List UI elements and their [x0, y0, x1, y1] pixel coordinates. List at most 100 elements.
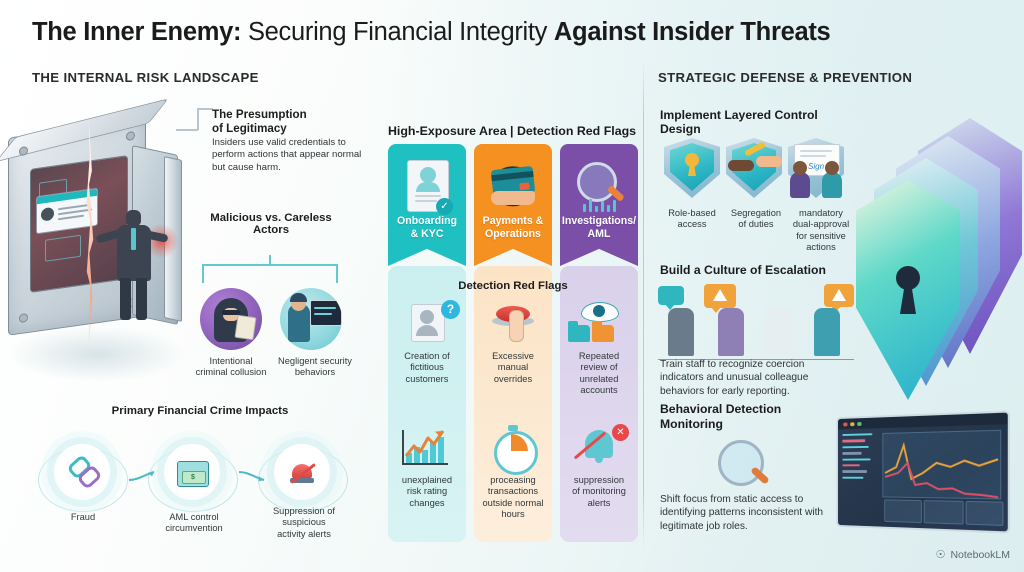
avatar-shoulders — [416, 182, 440, 192]
user-question-icon: ? — [388, 300, 466, 348]
insider-figure — [95, 210, 169, 322]
credit-card-hand-icon — [474, 158, 552, 214]
red-flag-label: proceasing transactions outside normal h… — [474, 475, 552, 520]
behavioral-heading-line2: Monitoring — [660, 416, 723, 431]
red-flag-off-hours-transactions: proceasing transactions outside normal h… — [474, 424, 552, 520]
chart-bar — [607, 205, 610, 212]
staff-figure — [668, 308, 694, 356]
vault-bolt — [19, 145, 28, 157]
pointing-finger — [509, 310, 524, 342]
red-flag-label: Repeated review of unrelated accounts — [560, 351, 638, 396]
sidebar-line — [842, 470, 867, 473]
brace-stem — [269, 255, 271, 265]
password-dots — [314, 307, 336, 309]
control-label-dual-approval: mandatory dual-approval for sensitive ac… — [782, 208, 860, 253]
chart-bar — [601, 201, 604, 212]
callout-connector — [197, 108, 213, 110]
hooded-figure-icon — [200, 288, 262, 350]
behavioral-heading: Behavioral Detection Monitoring — [660, 402, 850, 431]
red-flag-unrelated-accounts: Repeated review of unrelated accounts — [560, 300, 638, 396]
banknote: $ — [182, 471, 206, 484]
label-line: unexplained — [401, 475, 453, 485]
card-photo — [41, 206, 54, 222]
disabled-siren-icon — [274, 444, 330, 500]
staff-figure — [766, 308, 792, 356]
red-flag-fictitious-customers: ? Creation of fictitious customers — [388, 300, 466, 385]
red-button-press-icon — [474, 300, 552, 348]
escalation-body: Train staff to recognize coercion indica… — [660, 359, 809, 397]
trend-chart-area — [882, 429, 1002, 501]
magnifier-icon — [718, 440, 764, 486]
actor-label-line: behaviors — [294, 367, 336, 378]
chart-bar — [430, 442, 436, 463]
check-badge-icon: ✓ — [436, 198, 453, 215]
label-line: mandatory — [799, 208, 843, 218]
window-maximize-dot — [857, 421, 862, 426]
label-line: Excessive — [492, 351, 534, 361]
tag-payments-operations[interactable]: Payments & Operations — [474, 144, 552, 266]
window-minimize-dot — [850, 421, 855, 427]
tag-label-investigations: Investigations/ AML — [560, 215, 638, 240]
red-flag-manual-overrides: Excessive manual overrides — [474, 300, 552, 385]
trend-lines — [883, 431, 1002, 501]
rising-chart-icon — [388, 424, 466, 472]
chart-bar — [613, 200, 616, 212]
stopwatch-icon — [474, 424, 552, 475]
title-part-bold-2: Against Insider Threats — [553, 18, 831, 46]
signature-mark: Sign — [808, 162, 825, 171]
tag-onboarding-kyc[interactable]: ✓ Onboarding & KYC — [388, 144, 466, 266]
label-line: proceasing — [490, 475, 536, 485]
impact-label-line: AML control — [169, 512, 219, 522]
stopwatch-crown — [508, 425, 518, 431]
document-shape: ✓ — [407, 160, 453, 215]
presumption-heading-line2: of Legitimacy — [212, 122, 287, 136]
dashboard-tile — [965, 500, 1004, 526]
label-line: risk rating — [406, 486, 448, 497]
flow-arrow-1 — [128, 470, 158, 481]
brace-left — [202, 264, 204, 283]
staff-figure — [718, 308, 744, 356]
dollar-glyph: $ — [191, 473, 195, 481]
tag-investigations-aml[interactable]: Investigations/ AML — [560, 144, 638, 266]
dual-signature-icon: Sign — [788, 138, 844, 198]
cancel-badge: ✕ — [612, 424, 629, 441]
actors-heading: Malicious vs. Careless Actors — [196, 212, 346, 236]
label-line: for sensitive — [796, 230, 846, 241]
behavioral-heading-line1: Behavioral Detection — [660, 402, 782, 416]
label-line: alerts — [587, 497, 611, 508]
label-line: customers — [405, 373, 449, 384]
siren-base — [290, 478, 314, 483]
shield-keyhole-icon — [664, 138, 720, 198]
label-line: Role-based — [668, 208, 716, 218]
notebooklm-watermark: ☉ NotebookLM — [935, 548, 1010, 562]
impact-label-line: circumvention — [165, 523, 223, 534]
password-dots — [314, 313, 332, 315]
magnifier-lens — [577, 162, 617, 202]
impact-label-aml: AML control circumvention — [150, 512, 238, 535]
tag-label-line: Investigations/ — [561, 215, 637, 228]
red-flag-label: Excessive manual overrides — [474, 351, 552, 385]
atm-body: $ — [177, 461, 209, 487]
control-label-segregation: Segregation of duties — [718, 208, 794, 231]
doc-line — [415, 200, 437, 203]
title-part-bold-1: The Inner Enemy: — [32, 18, 242, 46]
chart-bar — [422, 450, 428, 463]
tag-label-line: Payments & — [482, 215, 544, 228]
chart-x-axis — [402, 463, 448, 465]
layered-control-heading: Implement Layered Control Design — [660, 108, 818, 136]
label-line: actions — [806, 241, 836, 252]
muted-bell-icon: ✕ — [560, 424, 638, 472]
keyhole-glyph — [896, 266, 920, 290]
title-part-regular: Securing Financial Integrity — [241, 18, 554, 46]
desk-worker-icon — [280, 288, 342, 350]
figure-leg — [136, 278, 147, 320]
actor-label-malicious: Intentional criminal collusion — [186, 356, 276, 379]
group-baseline — [658, 358, 854, 360]
impact-label-line: suspicious — [282, 517, 326, 528]
vault-bolt — [19, 312, 28, 324]
red-flag-risk-rating-changes: unexplained risk rating changes — [388, 424, 466, 509]
notebooklm-logo-icon: ☉ — [935, 549, 946, 561]
actors-heading-line2: Actors — [252, 224, 290, 236]
tag-label-line: Onboarding — [396, 215, 458, 228]
chart-bar — [595, 206, 598, 212]
